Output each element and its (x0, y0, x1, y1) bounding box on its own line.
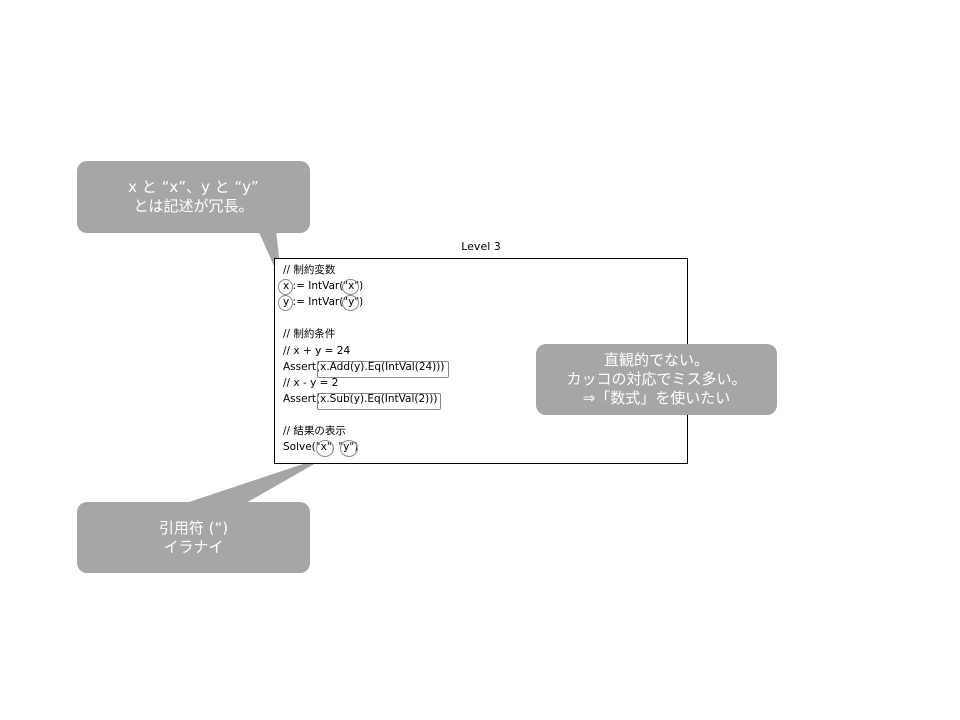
callout-redundant-line2: とは記述が冗長。 (133, 197, 254, 215)
callout-quotes-line1: 引用符 (“) (158, 518, 229, 537)
callout-intuitive-line3: ⇒「数式」を使いたい (582, 389, 731, 407)
callout-quotes-line2: イラナイ (163, 537, 224, 556)
highlight-x-string (342, 279, 359, 295)
highlight-y-string (342, 295, 359, 311)
code-line-7: Assert(x.Add(y).Eq(IntVal(24))) (283, 361, 445, 373)
code-line-9: Assert(x.Sub(y).Eq(IntVal(2))) (283, 393, 438, 405)
highlight-x-var (278, 279, 293, 295)
code-line-1: // 制約変数 (283, 264, 336, 276)
callout-redundant: x と “x”、y と “y” とは記述が冗長。 (77, 161, 310, 233)
highlight-y-var (278, 295, 293, 311)
callout-quotes: 引用符 (“) イラナイ (77, 502, 310, 573)
callout-redundant-line1: x と “x”、y と “y” (128, 178, 259, 196)
code-line-6: // x + y = 24 (283, 345, 351, 357)
highlight-solve-x (316, 440, 334, 457)
highlight-assert-sub (317, 393, 441, 410)
code-line-11: // 結果の表示 (283, 425, 346, 437)
highlight-assert-add (317, 361, 449, 378)
highlight-solve-y (340, 440, 358, 457)
code-line-5: // 制約条件 (283, 328, 336, 340)
code-line-8: // x - y = 2 (283, 377, 339, 389)
code-title: Level 3 (461, 240, 501, 253)
callout-intuitive: 直観的でない。 カッコの対応でミス多い。 ⇒「数式」を使いたい (536, 344, 777, 415)
connector-quotes (186, 455, 330, 503)
callout-intuitive-line2: カッコの対応でミス多い。 (566, 370, 747, 388)
callout-intuitive-line1: 直観的でない。 (603, 351, 709, 369)
